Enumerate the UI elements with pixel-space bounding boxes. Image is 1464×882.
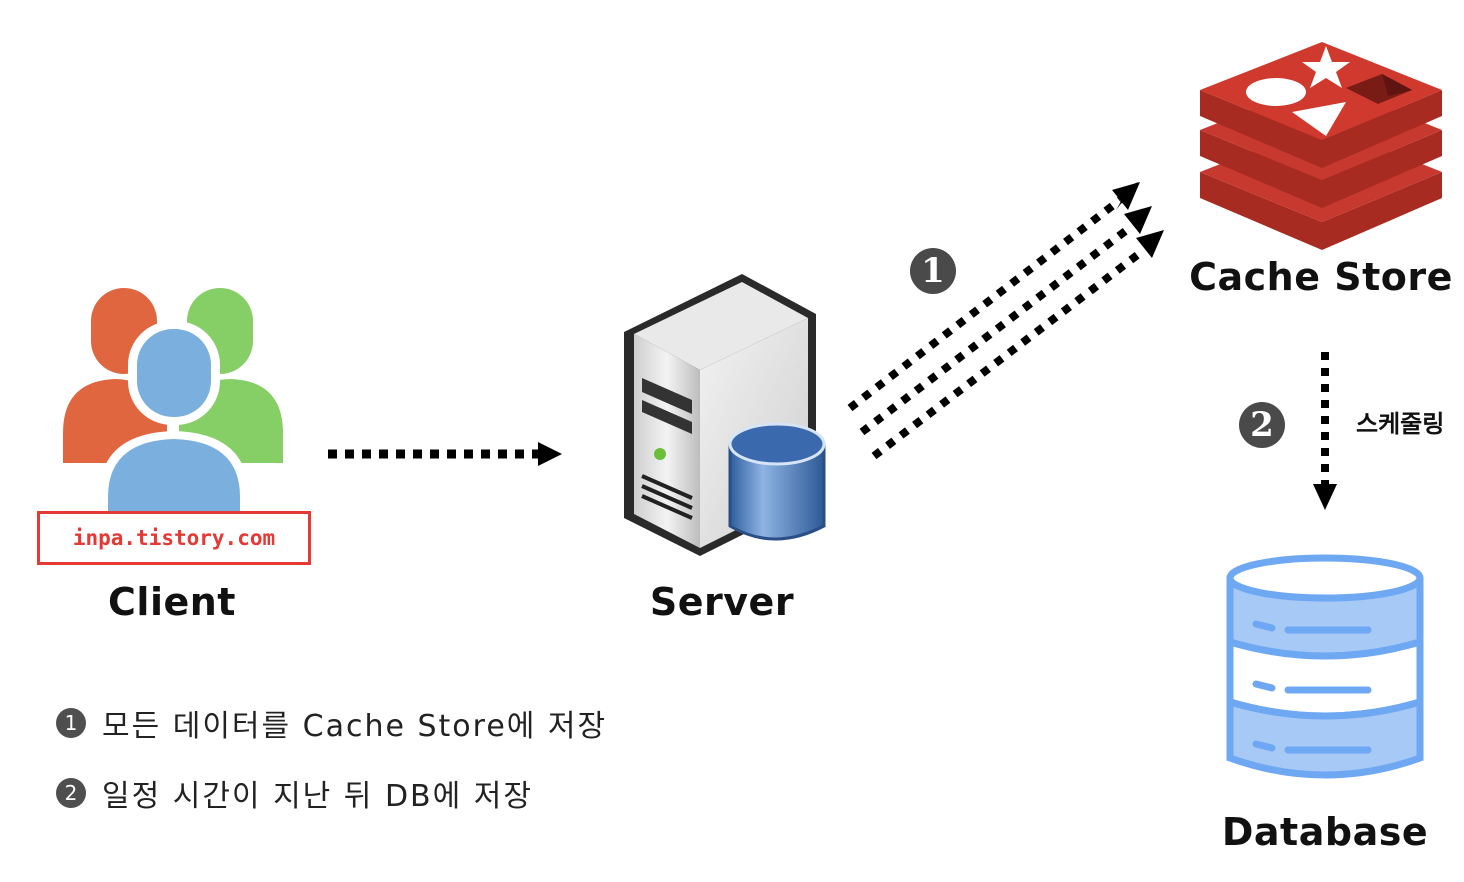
client-label: Client — [108, 580, 236, 624]
arrow-head — [538, 442, 562, 466]
watermark-url: inpa.tistory.com — [37, 511, 311, 565]
arrow-line — [859, 222, 1135, 436]
redis-logo-icon — [1200, 42, 1442, 250]
step-1-description: 모든 데이터를 Cache Store에 저장 — [102, 709, 608, 744]
scheduling-label: 스케줄링 — [1356, 410, 1445, 438]
step-2-description: 일정 시간이 지난 뒤 DB에 저장 — [102, 779, 533, 814]
server-to-cache-arrows — [847, 182, 1164, 460]
arrow-head — [1313, 484, 1337, 510]
arrow-head — [1112, 182, 1140, 210]
database-label: Database — [1221, 810, 1429, 854]
cache-store-label: Cache Store — [1189, 255, 1453, 299]
client-to-server-arrow — [328, 442, 562, 466]
database-cylinder-icon — [1226, 554, 1424, 779]
step-2-badge: 2 — [1239, 402, 1285, 448]
arrow-line — [871, 246, 1147, 460]
user-blue-icon — [99, 321, 249, 513]
power-led — [654, 448, 666, 460]
cache-to-db-arrow — [1313, 352, 1337, 510]
server-database-icon — [624, 274, 826, 556]
db-cylinder-icon — [728, 422, 826, 541]
step-2-marker: 2 — [56, 778, 86, 808]
server-label: Server — [649, 580, 795, 624]
arrow-head — [1136, 230, 1164, 258]
step-1-marker: 1 — [56, 708, 86, 738]
legend-step-2: 2 일정 시간이 지난 뒤 DB에 저장 — [56, 771, 533, 815]
legend-step-1: 1 모든 데이터를 Cache Store에 저장 — [56, 701, 607, 745]
arrow-head — [1124, 206, 1152, 234]
arrow-line — [847, 196, 1123, 412]
users-group-icon — [63, 288, 283, 513]
step-1-badge: 1 — [910, 248, 956, 294]
